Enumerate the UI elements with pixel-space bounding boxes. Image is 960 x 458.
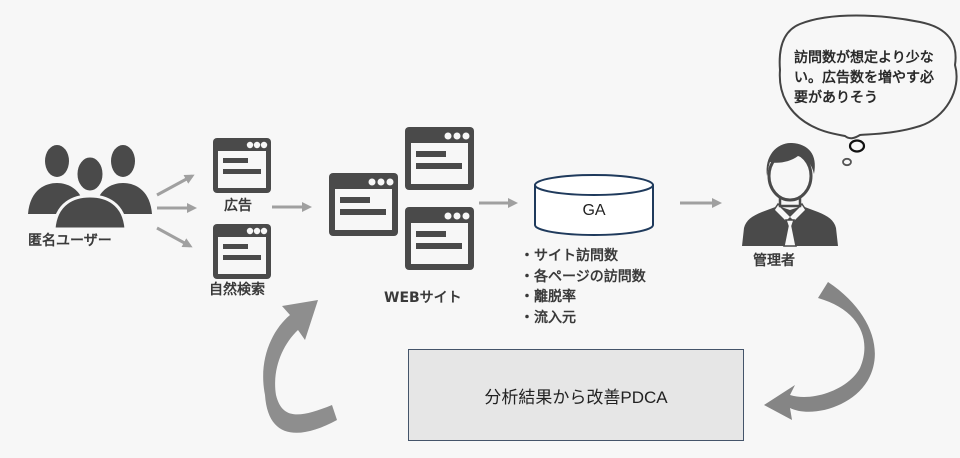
website-label: WEBサイト: [384, 290, 462, 306]
ga-metric-item: ・流入元: [520, 309, 576, 326]
thought-line: 要がありそう: [794, 90, 878, 106]
curved-arrow-right-icon: [764, 282, 875, 420]
admin-node: 管理者: [740, 140, 840, 270]
pdca-box: 分析結果から改善PDCA: [408, 349, 744, 441]
ga-node: GA: [533, 173, 655, 237]
thought-bubble-text: 訪問数が想定より少な い。広告数を増やす必 要がありそう: [794, 48, 960, 108]
thought-line: い。広告数を増やす必: [794, 70, 934, 86]
database-cylinder-icon: [534, 174, 654, 236]
thought-line: 訪問数が想定より少な: [794, 50, 934, 66]
organic-search-node: 自然検索: [209, 223, 282, 303]
arrow-users-to-ads: [156, 174, 195, 197]
arrow-users-to-search: [156, 226, 193, 248]
curved-arrow-left-icon: [263, 300, 337, 433]
browser-windows-stack-icon: [329, 127, 474, 270]
admin-label: 管理者: [753, 253, 795, 269]
browser-window-icon: [213, 224, 271, 279]
pdca-label: 分析結果から改善PDCA: [484, 387, 668, 407]
organic-search-label: 自然検索: [209, 282, 265, 298]
ads-node: 広告: [212, 137, 272, 217]
ga-metric-item: ・サイト訪問数: [520, 248, 618, 264]
browser-window-icon: [213, 138, 271, 193]
anonymous-users-node: 匿名ユーザー: [26, 139, 154, 259]
businessman-icon: [742, 142, 838, 247]
users-group-icon: [28, 145, 152, 231]
ga-metric-item: ・各ページの訪問数: [520, 268, 646, 285]
anonymous-users-label: 匿名ユーザー: [28, 233, 112, 249]
website-node: WEBサイト: [329, 127, 479, 307]
ads-label: 広告: [224, 198, 252, 214]
ga-metric-item: ・離脱率: [520, 289, 576, 305]
ga-metrics-list: ・サイト訪問数 ・各ページの訪問数 ・離脱率 ・流入元: [520, 246, 646, 328]
ga-label: GA: [582, 202, 606, 219]
